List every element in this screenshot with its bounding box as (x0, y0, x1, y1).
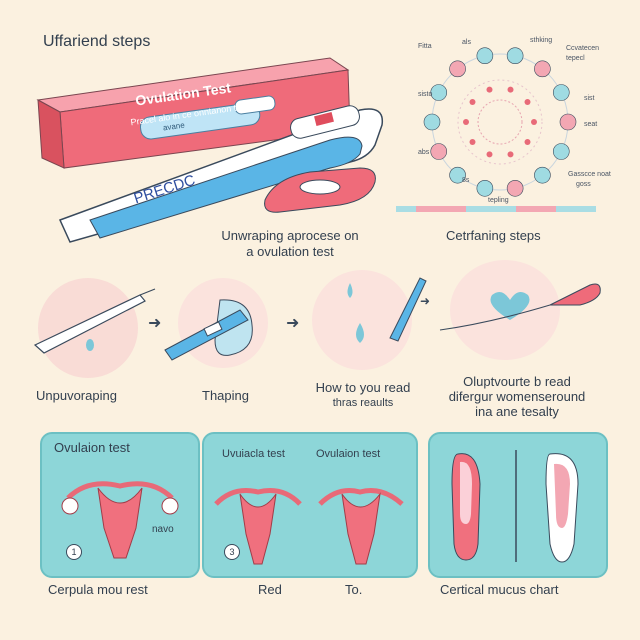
cycle-chart (423, 47, 577, 197)
cycle-label-bottom-left-1: abs (418, 149, 430, 156)
uterus-pair-icon (214, 488, 404, 565)
panel2-marker: 3 (224, 544, 240, 560)
panel-comparison: Uvuiacla test Ovulaion test 3 (202, 432, 418, 578)
step3-label-line2: thras reaults (332, 397, 394, 409)
top-caption-line1: Unwraping aprocese on (221, 228, 359, 243)
arrow-right-icon: ➜ (286, 313, 300, 332)
cycle-day-dot (430, 84, 448, 101)
cycle-day-dot (559, 113, 577, 131)
cycle-inner-dot (507, 151, 514, 158)
cycle-inner-dot (524, 138, 531, 145)
panel1-caption: Cerpula mou rest (48, 582, 148, 597)
cycle-stripe (396, 206, 596, 212)
box-window-label: avane (162, 120, 186, 133)
panel-ovulation-test: Ovulaion test navo 1 (40, 432, 200, 578)
cycle-day-dot (506, 47, 524, 65)
cycle-inner-dot (486, 86, 493, 93)
panel1-marker: 1 (66, 544, 82, 560)
step4-label-line1: Oluptvourte b read (463, 374, 571, 389)
cycle-label-top-right: sthking (530, 37, 553, 44)
step3-bg (312, 270, 412, 370)
cycle-label-right-2: seat (584, 121, 598, 128)
cycle-inner-dot (469, 138, 476, 145)
panel3-caption: Certical mucus chart (440, 582, 559, 597)
cycle-day-dot (534, 60, 551, 78)
ovulation-test-illustration (36, 57, 384, 243)
panel2-title-left: Uvuiacla test (222, 448, 285, 460)
cycle-day-dot (476, 47, 494, 65)
cycle-day-dot (552, 84, 570, 101)
cycle-inner-dot (463, 119, 469, 125)
cycle-day-dot (476, 179, 494, 197)
uterus-icon (61, 481, 179, 559)
cycle-label-bottom-right-2: goss (576, 181, 591, 188)
cycle-label-bottom-mid: tepling (488, 197, 509, 204)
step3-label-line1: How to you read (315, 380, 411, 395)
cycle-day-dot (430, 143, 448, 160)
cycle-label-left: sisto (418, 91, 433, 98)
cycle-label-far-right-2: tepecl (566, 55, 585, 62)
cycle-label-right-1: sist (584, 95, 595, 102)
step4-heart-icon (439, 283, 601, 331)
cycle-inner-dot (531, 119, 537, 125)
cycle-day-dot (552, 143, 570, 160)
step2-label: Thaping (202, 388, 249, 403)
panel-mucus-chart (428, 432, 608, 578)
step2-unwrap-icon (164, 299, 253, 361)
cycle-caption: Cetrfaning steps (446, 228, 541, 243)
mucus-chart-icon (451, 450, 579, 563)
cycle-inner-dot (507, 86, 514, 93)
cycle-day-dot (534, 166, 551, 184)
arrow-right-icon: ➜ (148, 313, 162, 332)
arrow-right-icon: ➜ (420, 294, 431, 308)
step3-drop-icon (347, 277, 427, 343)
cycle-label-top-mid: als (462, 39, 471, 46)
cycle-inner-dot (486, 151, 493, 158)
cycle-inner-dot (524, 99, 531, 106)
cycle-label-far-right-1: Ccvatecen (566, 45, 600, 52)
cycle-day-dot (449, 166, 466, 184)
panel2-caption-left: Red (258, 582, 282, 597)
cycle-label-bottom-left-2: 8s (462, 177, 470, 184)
cycle-day-dot (506, 179, 524, 197)
step4-label-line3: ina ane tesalty (475, 404, 559, 419)
panel1-side-note: navo (152, 524, 174, 535)
top-caption-line2: a ovulation test (246, 244, 334, 259)
cycle-day-dot (423, 113, 441, 131)
cycle-label-top-left: Fitta (418, 43, 432, 50)
step1-stick-icon (33, 288, 156, 354)
cycle-label-bottom-right-1: Gasscce noat (568, 171, 611, 178)
panel1-title: Ovulaion test (54, 440, 130, 455)
page-title: Uffariend steps (43, 33, 151, 50)
panel2-title-right: Ovulaion test (316, 448, 381, 460)
cycle-inner-dot (469, 99, 476, 106)
step4-label-line2: difergur womenseround (448, 389, 586, 404)
panel2-caption-right: To. (345, 582, 363, 597)
cycle-day-dot (449, 60, 466, 78)
step1-label: Unpuvoraping (36, 388, 117, 403)
